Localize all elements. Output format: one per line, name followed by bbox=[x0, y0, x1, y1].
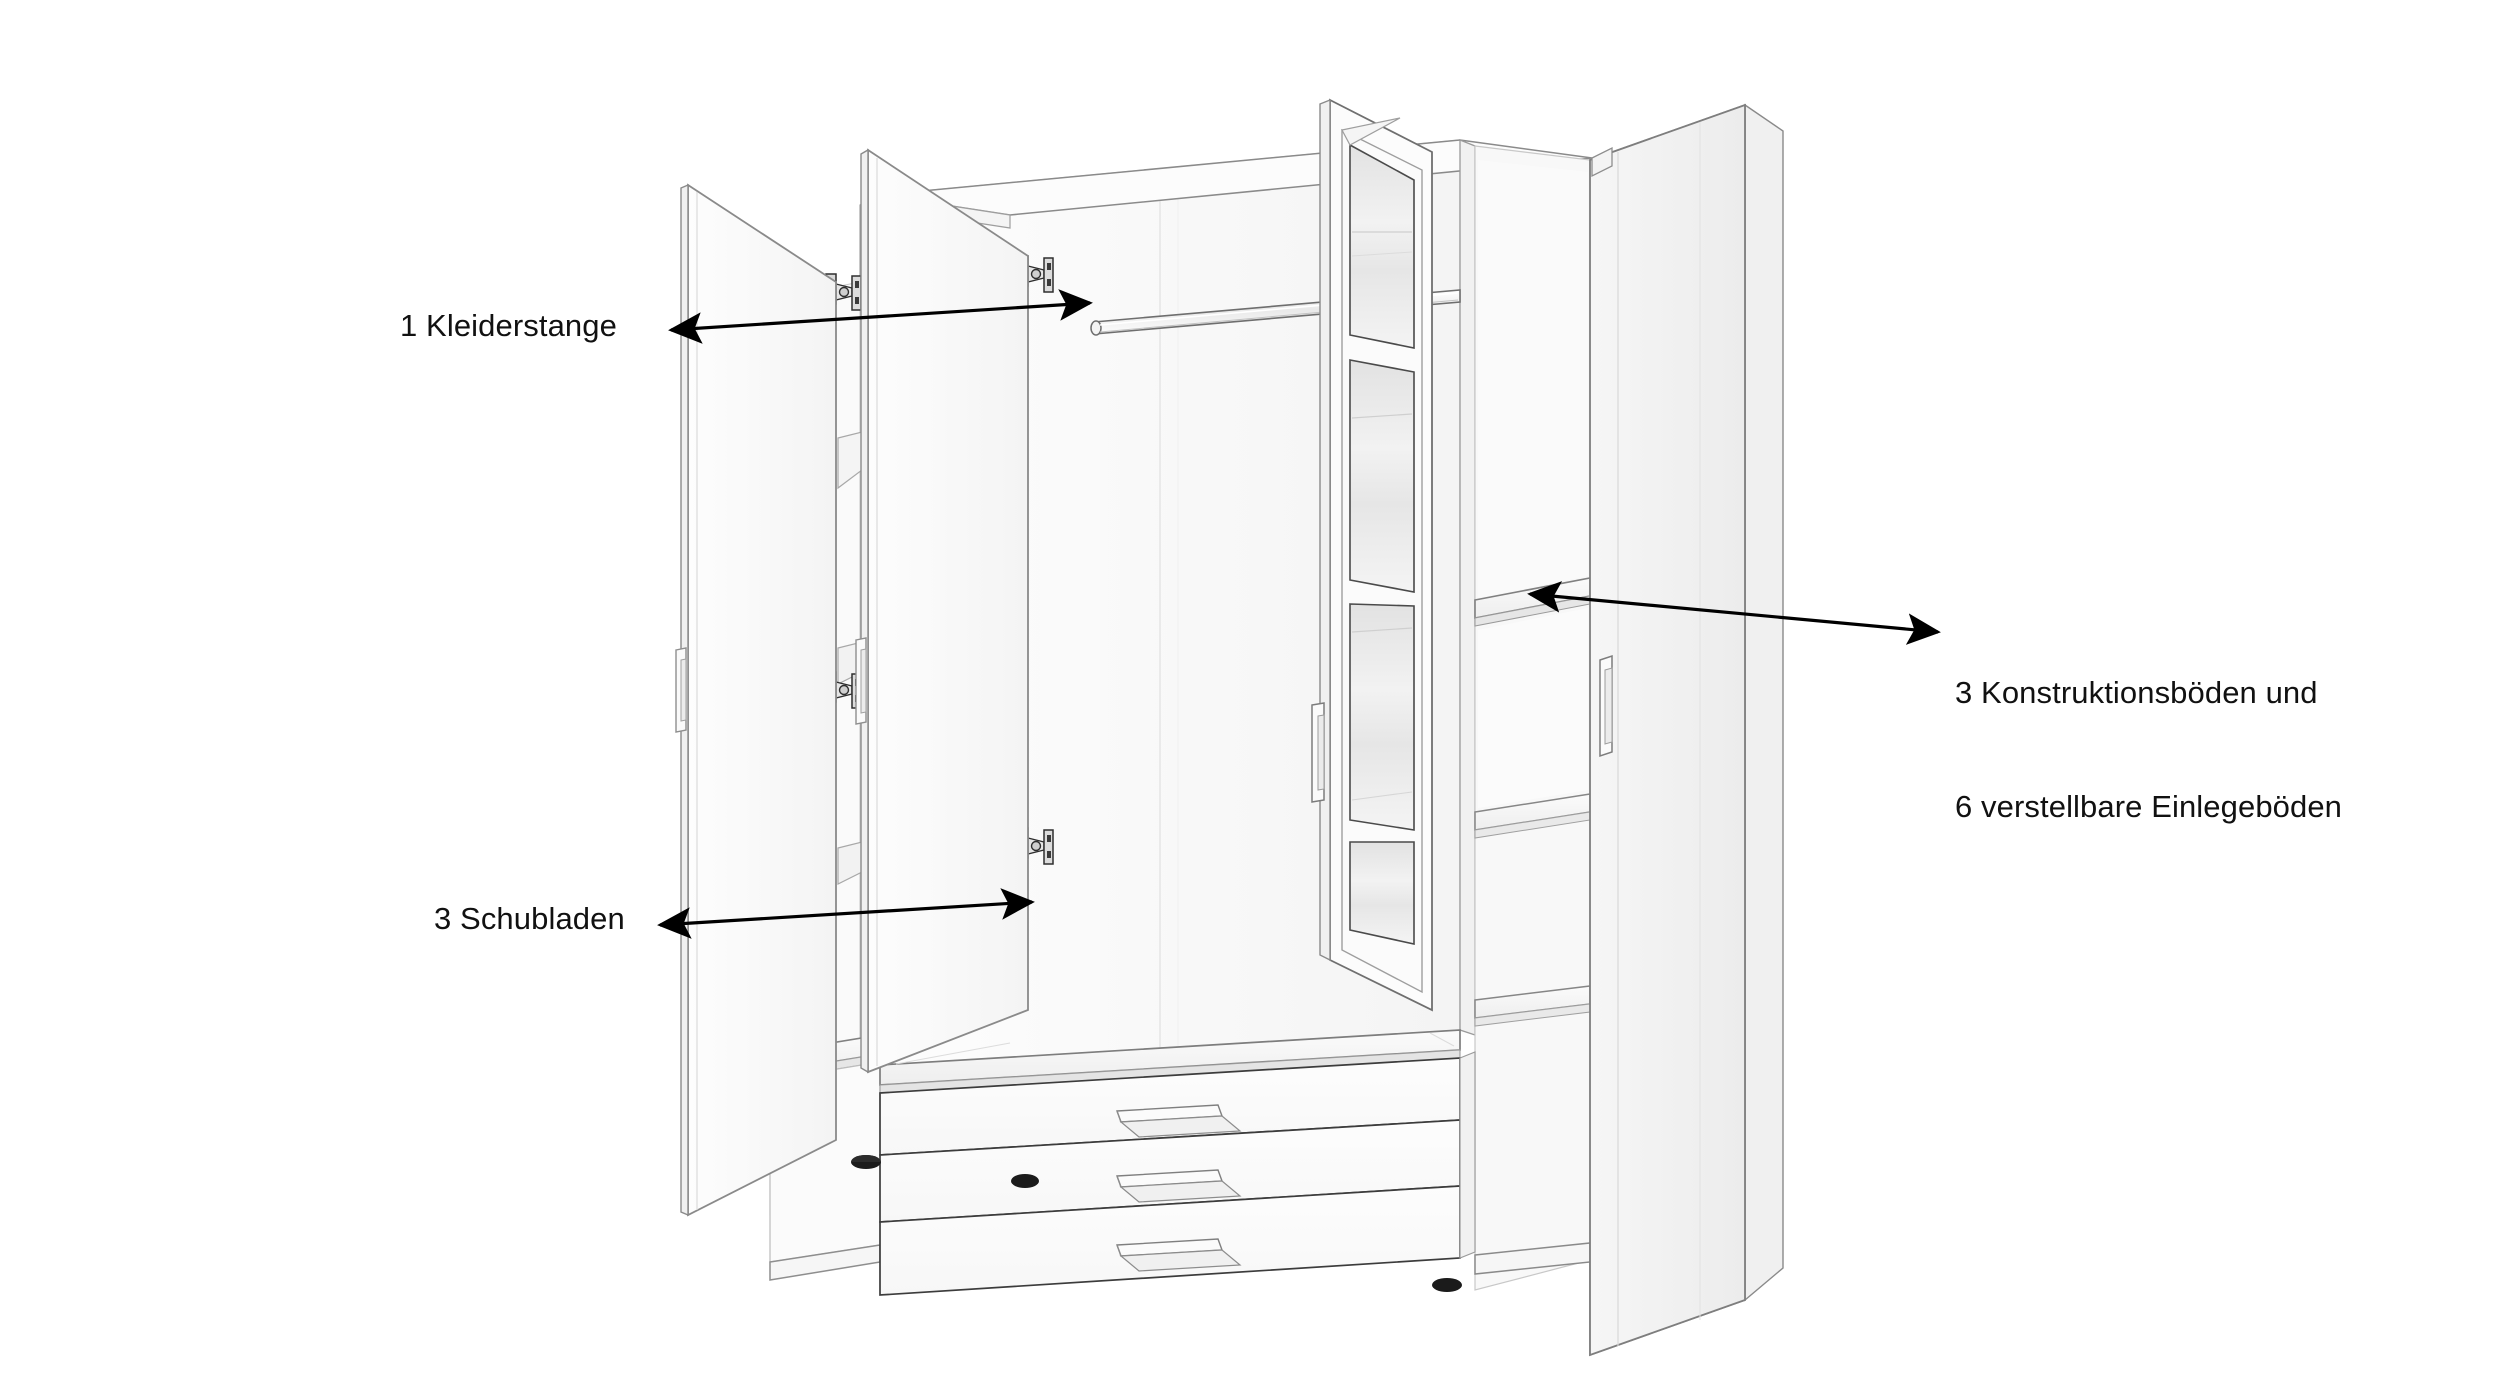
foot-glide-right bbox=[1432, 1278, 1462, 1292]
door-closed-right-panel[interactable] bbox=[1589, 103, 1746, 1357]
mirror-pane-2-streak-a bbox=[1351, 413, 1413, 419]
callout-arrow-drawers bbox=[657, 888, 1035, 939]
door-open-far-left-panel[interactable] bbox=[687, 183, 837, 1217]
callout-label-drawers: 3 Schubladen bbox=[434, 901, 625, 936]
mirror-pane-1-streak-b bbox=[1351, 251, 1413, 257]
callout-arrow-rail bbox=[668, 289, 1093, 344]
carcass-divider-right bbox=[1459, 139, 1476, 1036]
callout-arrows bbox=[657, 289, 1941, 939]
callout-label-clothes-rail: 1 Kleiderstange bbox=[400, 308, 617, 343]
mirror-pane-3 bbox=[1349, 603, 1415, 831]
door-handle-mirror[interactable] bbox=[1311, 702, 1325, 803]
carcass-right-outer-side-edge bbox=[1744, 103, 1784, 1302]
door-mirror-frame-edge bbox=[1319, 98, 1331, 962]
drawer-stack bbox=[879, 1051, 1476, 1296]
door-open-far-left[interactable] bbox=[675, 183, 837, 1217]
center-shelf-perspective-line-b bbox=[1429, 1032, 1455, 1047]
top-notch-detail bbox=[1591, 146, 1613, 178]
door-open-second-panel[interactable] bbox=[867, 148, 1029, 1074]
right-bay-shade-mid bbox=[1478, 608, 1588, 808]
foot-glide-center bbox=[1011, 1174, 1039, 1188]
mirror-pane-1 bbox=[1349, 143, 1415, 349]
drawer-handle-2[interactable] bbox=[1116, 1169, 1242, 1203]
callout-label-shelves-line-1: 3 Konstruktionsböden und bbox=[1955, 675, 2318, 710]
door-open-second[interactable] bbox=[855, 148, 1029, 1074]
door-open-second-edge bbox=[860, 148, 869, 1074]
clothes-rail-end-cap bbox=[1090, 320, 1102, 336]
mirror-pane-3-streak-b bbox=[1351, 791, 1413, 801]
door-handle-far-left[interactable] bbox=[675, 647, 687, 733]
callout-label-shelves-line-2: 6 verstellbare Einlegeböden bbox=[1955, 789, 2343, 824]
door-mirror-top-triangle bbox=[1341, 117, 1401, 146]
mirror-pane-4 bbox=[1349, 841, 1415, 945]
callout-label-shelves: 3 Konstruktionsböden und 6 verstellbare … bbox=[1955, 598, 2342, 902]
drawer-handle-1[interactable] bbox=[1116, 1104, 1242, 1138]
callout-arrow-shelves bbox=[1527, 581, 1941, 645]
door-handle-right[interactable] bbox=[1599, 654, 1613, 758]
door-handle-second[interactable] bbox=[855, 637, 867, 725]
right-bay-shade-upper bbox=[1478, 160, 1588, 598]
door-closed-right[interactable] bbox=[1589, 103, 1746, 1357]
mirror-pane-2 bbox=[1349, 359, 1415, 593]
mirror-pane-3-streak-a bbox=[1351, 627, 1413, 633]
drawer-block-right-return bbox=[1459, 1051, 1476, 1259]
foot-glide-left-top bbox=[851, 1155, 881, 1162]
center-shelf-perspective-line-a bbox=[895, 1042, 1011, 1065]
door-open-mirror[interactable] bbox=[1311, 98, 1433, 1012]
drawer-handle-3[interactable] bbox=[1116, 1238, 1242, 1272]
